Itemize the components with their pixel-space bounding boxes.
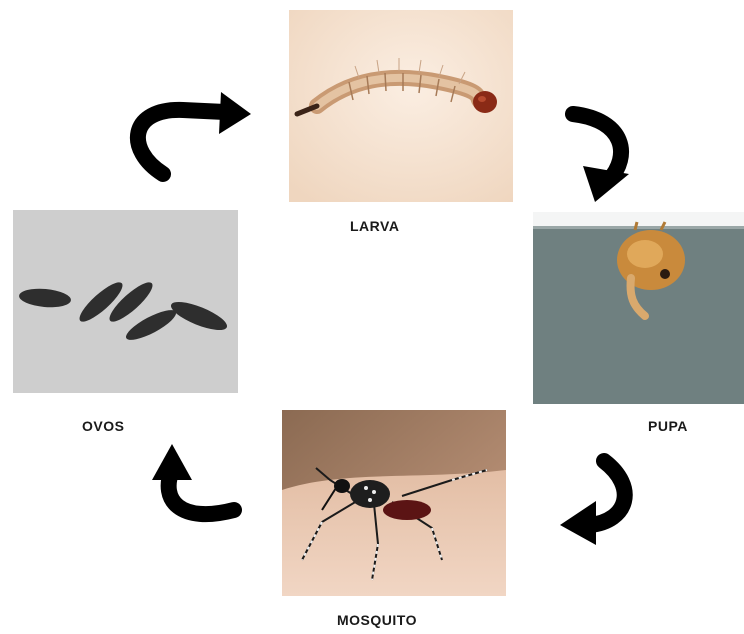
cycle-arrow-pupa-to-mosquito — [556, 453, 646, 548]
stage-label-ovos: OVOS — [82, 418, 124, 434]
stage-label-larva: LARVA — [350, 218, 399, 234]
mosquito-photo — [282, 410, 506, 596]
ovos-photo — [13, 210, 238, 393]
larva-photo — [289, 10, 513, 202]
stage-label-pupa: PUPA — [648, 418, 688, 434]
cycle-arrow-mosquito-to-ovos — [150, 440, 240, 535]
cycle-arrow-larva-to-pupa — [565, 100, 645, 205]
stage-label-mosquito: MOSQUITO — [337, 612, 417, 628]
pupa-photo — [533, 212, 744, 404]
cycle-arrow-ovos-to-larva — [125, 90, 255, 180]
